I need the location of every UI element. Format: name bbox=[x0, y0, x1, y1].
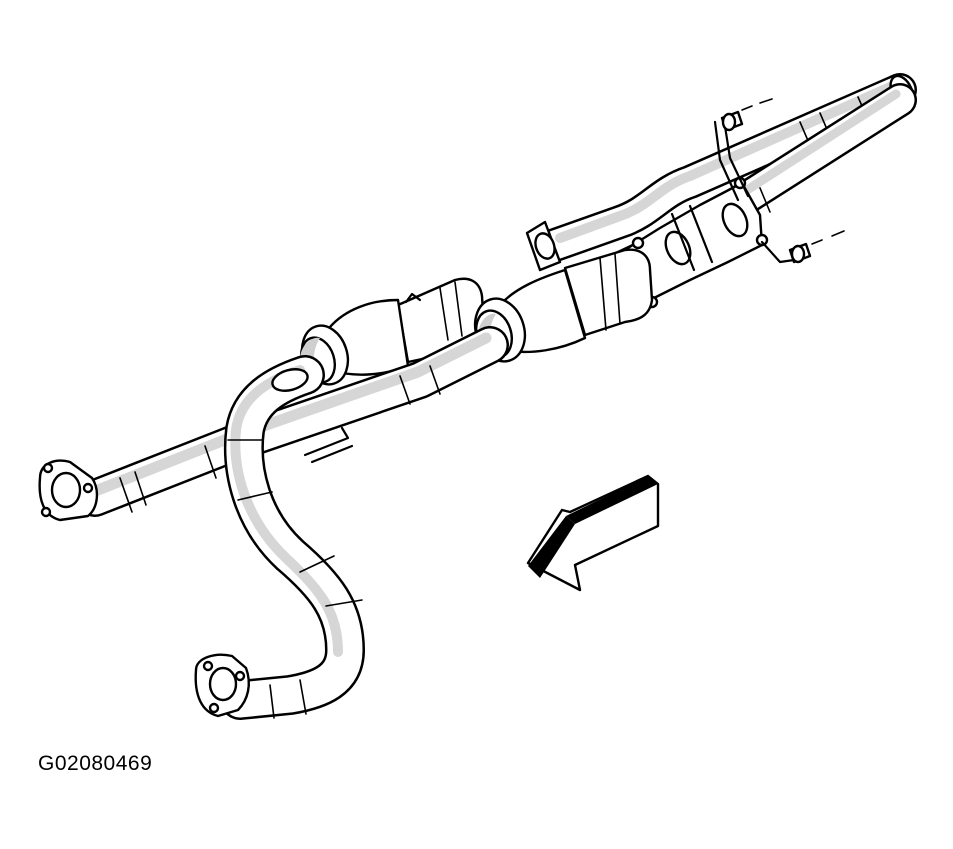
left-exhaust-pipe bbox=[76, 326, 509, 517]
rear-flange-gasket bbox=[626, 118, 769, 309]
right-exhaust-pipe bbox=[220, 355, 365, 720]
right-front-flange bbox=[194, 653, 250, 718]
flange-bolts bbox=[720, 98, 845, 264]
upper-bolt bbox=[720, 98, 773, 132]
left-front-flange bbox=[38, 459, 99, 522]
upper-rear-pipe bbox=[525, 73, 917, 272]
figure-id-label: G02080469 bbox=[38, 752, 153, 775]
lower-bolt bbox=[760, 230, 845, 264]
front-direction-arrow bbox=[526, 474, 660, 592]
